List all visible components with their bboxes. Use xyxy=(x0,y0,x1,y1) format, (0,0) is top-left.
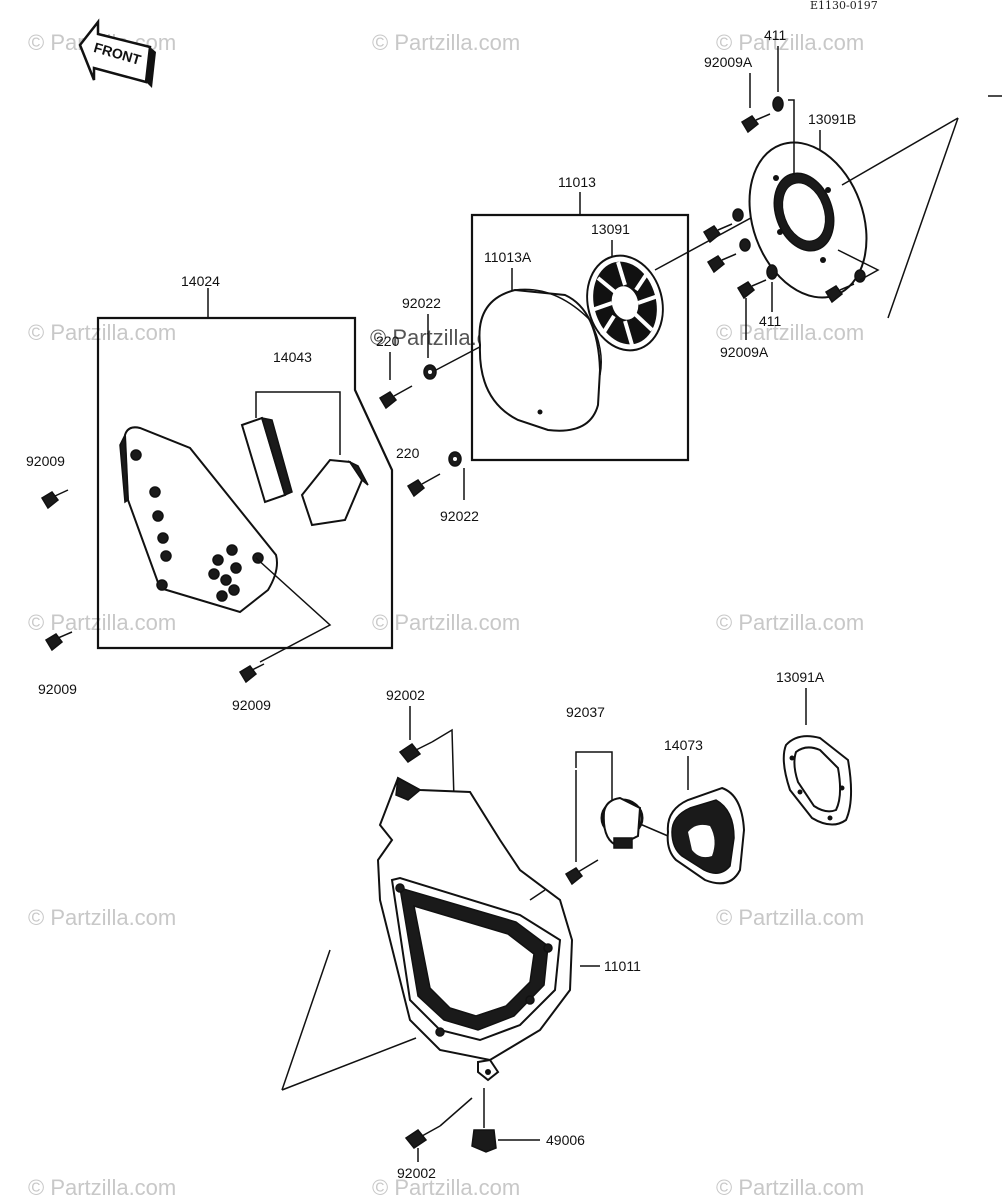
intake-duct-14073: 14073 xyxy=(664,737,746,885)
bolt-92009-left1: 92009 xyxy=(26,453,69,510)
group-box-11013 xyxy=(470,213,690,462)
label-92009A-bot: 92009A xyxy=(720,344,769,360)
watermark: © Partzilla.com xyxy=(716,905,864,930)
watermark: © Partzilla.com xyxy=(28,320,176,345)
bolt-92009-mid: 92009 xyxy=(232,557,332,713)
label-13091: 13091 xyxy=(591,221,630,237)
group-box-14024 xyxy=(96,316,394,650)
filter-element-11013A: 11013A xyxy=(478,249,602,432)
label-220-bot: 220 xyxy=(396,445,420,461)
cover-plate-13091B: 13091B xyxy=(748,111,959,319)
label-11013A: 11013A xyxy=(484,249,532,265)
label-14073: 14073 xyxy=(664,737,703,753)
watermark: © Partzilla.com xyxy=(716,610,864,635)
washer-92022-bot: 92022 xyxy=(440,451,479,524)
label-220-top: 220 xyxy=(376,333,400,349)
fasteners-top: 411 92009A xyxy=(704,27,795,175)
watermark: © Partzilla.com xyxy=(372,30,520,55)
label-92009-mid: 92009 xyxy=(232,697,271,713)
clamp-92037: 92037 xyxy=(564,704,669,886)
pads-14043: 14043 xyxy=(240,349,369,527)
gasket-13091A: 13091A xyxy=(776,669,852,826)
label-411-bot: 411 xyxy=(759,313,782,329)
label-11013: 11013 xyxy=(558,174,596,190)
label-92002-bot: 92002 xyxy=(397,1165,436,1181)
bolt-92002-top: 92002 xyxy=(386,687,459,941)
label-14043: 14043 xyxy=(273,349,312,365)
watermark: © Partzilla.com xyxy=(372,1175,520,1200)
bolt-92009-left2: 92009 xyxy=(38,631,77,697)
watermark: © Partzilla.com xyxy=(716,30,864,55)
bolt-220-top: 220 xyxy=(376,333,413,410)
diagram-code: E1130-0197 xyxy=(810,0,878,12)
fasteners-bot: 411 92009A xyxy=(720,264,782,360)
watermarks: © Partzilla.com © Partzilla.com © Partzi… xyxy=(28,30,864,1200)
watermark: © Partzilla.com xyxy=(716,1175,864,1200)
label-92022-bot: 92022 xyxy=(440,508,479,524)
air-box-11011: 11011 xyxy=(281,776,641,1091)
watermark: © Partzilla.com xyxy=(28,610,176,635)
watermark: © Partzilla.com xyxy=(28,905,176,930)
label-92022-top: 92022 xyxy=(402,295,441,311)
label-92002-top: 92002 xyxy=(386,687,425,703)
watermark: © Partzilla.com xyxy=(716,320,864,345)
label-13091A: 13091A xyxy=(776,669,825,685)
label-92009-left1: 92009 xyxy=(26,453,65,469)
grommet-49006: 49006 xyxy=(471,1088,585,1153)
label-49006: 49006 xyxy=(546,1132,585,1148)
side-cover-plate xyxy=(119,426,278,614)
label-11011: 11011 xyxy=(604,958,641,974)
label-13091B: 13091B xyxy=(808,111,856,127)
fasteners-mid xyxy=(702,208,880,304)
label-92009A-top: 92009A xyxy=(704,54,753,70)
bolt-92002-bot: 92002 xyxy=(397,1097,473,1181)
filter-frame-13091: 13091 xyxy=(586,174,831,352)
bolt-220-bot: 220 xyxy=(396,445,441,498)
label-92009-left2: 92009 xyxy=(38,681,77,697)
front-arrow-icon: FRONT xyxy=(78,18,156,88)
label-92037: 92037 xyxy=(566,704,605,720)
watermark: © Partzilla.com xyxy=(28,1175,176,1200)
label-14024: 14024 xyxy=(181,273,220,289)
label-411-top: 411 xyxy=(764,27,787,43)
watermark: © Partzilla.com xyxy=(372,610,520,635)
